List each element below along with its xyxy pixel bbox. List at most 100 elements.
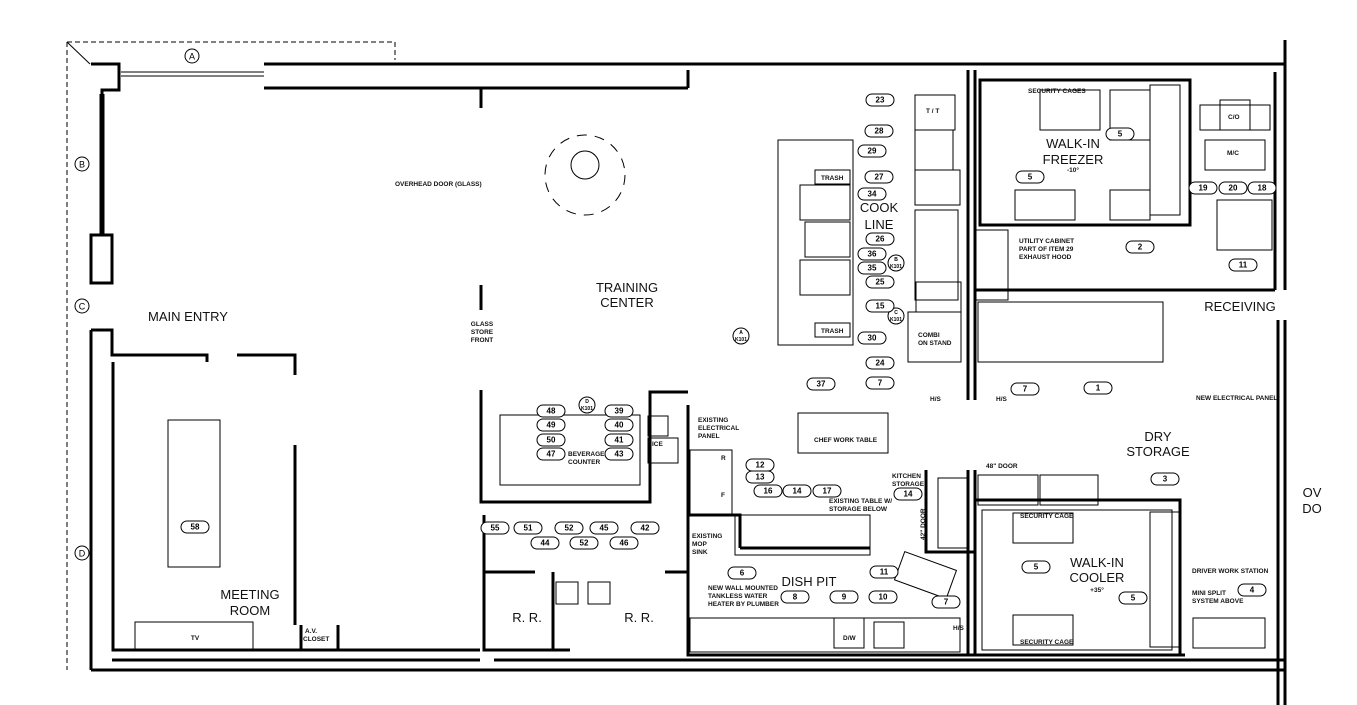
note-security-cage: SECURITY CAGE (1020, 639, 1074, 646)
callout-tag-9: 9 (829, 590, 859, 604)
label-hand-sink: H/S (996, 396, 1008, 403)
callout-tag-16: 16 (753, 484, 783, 498)
grid-bubble-c: C (74, 298, 90, 314)
room-training-center: CENTER (600, 295, 653, 310)
note-glass-store-front: STORE (471, 329, 494, 336)
callout-tag-5: 5 (1105, 127, 1135, 141)
note-existing-electrical-panel: EXISTING (698, 417, 728, 424)
callout-tag-28: 28 (864, 124, 894, 138)
note-water-heater: NEW WALL MOUNTED (708, 585, 778, 592)
svg-text:26: 26 (876, 235, 885, 244)
svg-text:K101: K101 (890, 317, 902, 323)
svg-text:37: 37 (817, 380, 826, 389)
svg-text:15: 15 (876, 302, 885, 311)
callout-tag-19: 19 (1188, 181, 1218, 195)
callout-tag-45: 45 (589, 521, 619, 535)
callout-tag-6: 6 (727, 566, 757, 580)
svg-text:5: 5 (1028, 173, 1033, 182)
callout-tag-29: 29 (857, 144, 887, 158)
label-hand-sink: H/S (953, 625, 965, 632)
note-existing-table: EXISTING TABLE W/ (829, 498, 892, 505)
note-mini-split: MINI SPLIT (1192, 590, 1226, 597)
svg-text:34: 34 (868, 190, 877, 199)
callout-tag-15: 15 (865, 299, 895, 313)
svg-text:D: D (79, 548, 86, 558)
label-dishwasher: D/W (843, 635, 857, 642)
callout-tag-5: 5 (1118, 591, 1148, 605)
svg-text:A: A (739, 330, 743, 336)
svg-text:B: B (894, 257, 898, 263)
svg-text:19: 19 (1199, 184, 1208, 193)
callout-tag-47: 47 (536, 447, 566, 461)
callout-tag-11: 11 (1228, 258, 1258, 272)
callout-tag-7: 7 (1010, 382, 1040, 396)
callout-tag-12: 12 (745, 458, 775, 472)
note-overhead-door: OVERHEAD DOOR (GLASS) (395, 181, 482, 188)
svg-text:35: 35 (868, 264, 877, 273)
label-co: C/O (1228, 114, 1240, 121)
svg-text:C: C (894, 310, 898, 316)
svg-text:11: 11 (1239, 261, 1248, 270)
note-mop-sink: MOP (692, 541, 707, 548)
svg-text:2: 2 (1138, 243, 1143, 252)
label-tv: TV (191, 635, 200, 642)
room-walk-in-freezer: WALK-IN (1046, 136, 1100, 151)
room-walk-in-cooler: COOLER (1070, 570, 1125, 585)
svg-text:4: 4 (1250, 586, 1255, 595)
label-combi: ON STAND (918, 340, 952, 347)
room-receiving: RECEIVING (1204, 299, 1276, 314)
svg-text:11: 11 (880, 568, 889, 577)
svg-text:17: 17 (823, 487, 832, 496)
callout-tag-20: 20 (1218, 181, 1248, 195)
callout-tag-51: 51 (513, 521, 543, 535)
callout-tag-43: 43 (604, 447, 634, 461)
svg-text:1: 1 (1096, 384, 1101, 393)
svg-text:8: 8 (793, 593, 798, 602)
callout-tag-14: 14 (893, 487, 923, 501)
callout-tag-46: 46 (609, 536, 639, 550)
svg-text:55: 55 (491, 524, 500, 533)
callout-tag-44: 44 (530, 536, 560, 550)
svg-text:44: 44 (541, 539, 550, 548)
label-av-closet: A.V. (305, 628, 317, 635)
callout-tag-27: 27 (864, 170, 894, 184)
callout-tag-18: 18 (1247, 181, 1277, 195)
svg-text:18: 18 (1258, 184, 1267, 193)
callout-tag-5: 5 (1021, 560, 1051, 574)
note-mop-sink: SINK (692, 549, 708, 556)
callout-tag-25: 25 (865, 275, 895, 289)
svg-text:36: 36 (868, 250, 877, 259)
svg-text:7: 7 (878, 379, 883, 388)
callout-tag-36: 36 (857, 247, 887, 261)
svg-text:41: 41 (615, 436, 624, 445)
callout-tag-26: 26 (865, 232, 895, 246)
label-trash: TRASH (821, 328, 844, 335)
callout-tag-17: 17 (812, 484, 842, 498)
svg-text:30: 30 (868, 334, 877, 343)
svg-text:49: 49 (547, 421, 556, 430)
note-driver-work-station: DRIVER WORK STATION (1192, 568, 1269, 575)
callout-tag-58: 58 (180, 520, 210, 534)
room-training-center: TRAINING (596, 280, 658, 295)
callout-tag-8: 8 (780, 590, 810, 604)
note-glass-store-front: GLASS (471, 321, 494, 328)
svg-text:12: 12 (756, 461, 765, 470)
callout-tag-40: 40 (604, 418, 634, 432)
room-dry-storage: DRY (1144, 429, 1172, 444)
svg-text:K101: K101 (581, 406, 593, 412)
note-security-cage: SECURITY CAGE (1020, 513, 1074, 520)
label-combi: COMBI (918, 332, 940, 339)
svg-text:6: 6 (740, 569, 745, 578)
svg-text:48: 48 (547, 407, 556, 416)
room-cook-line: LINE (865, 217, 894, 232)
annotations: OVERHEAD DOOR (GLASS) GLASS STORE FRONT … (191, 88, 1278, 646)
callout-tag-24: 24 (865, 356, 895, 370)
callout-tag-37: 37 (806, 377, 836, 391)
svg-text:C: C (79, 301, 86, 311)
svg-text:47: 47 (547, 450, 556, 459)
room-walk-in-freezer: FREEZER (1043, 152, 1104, 167)
